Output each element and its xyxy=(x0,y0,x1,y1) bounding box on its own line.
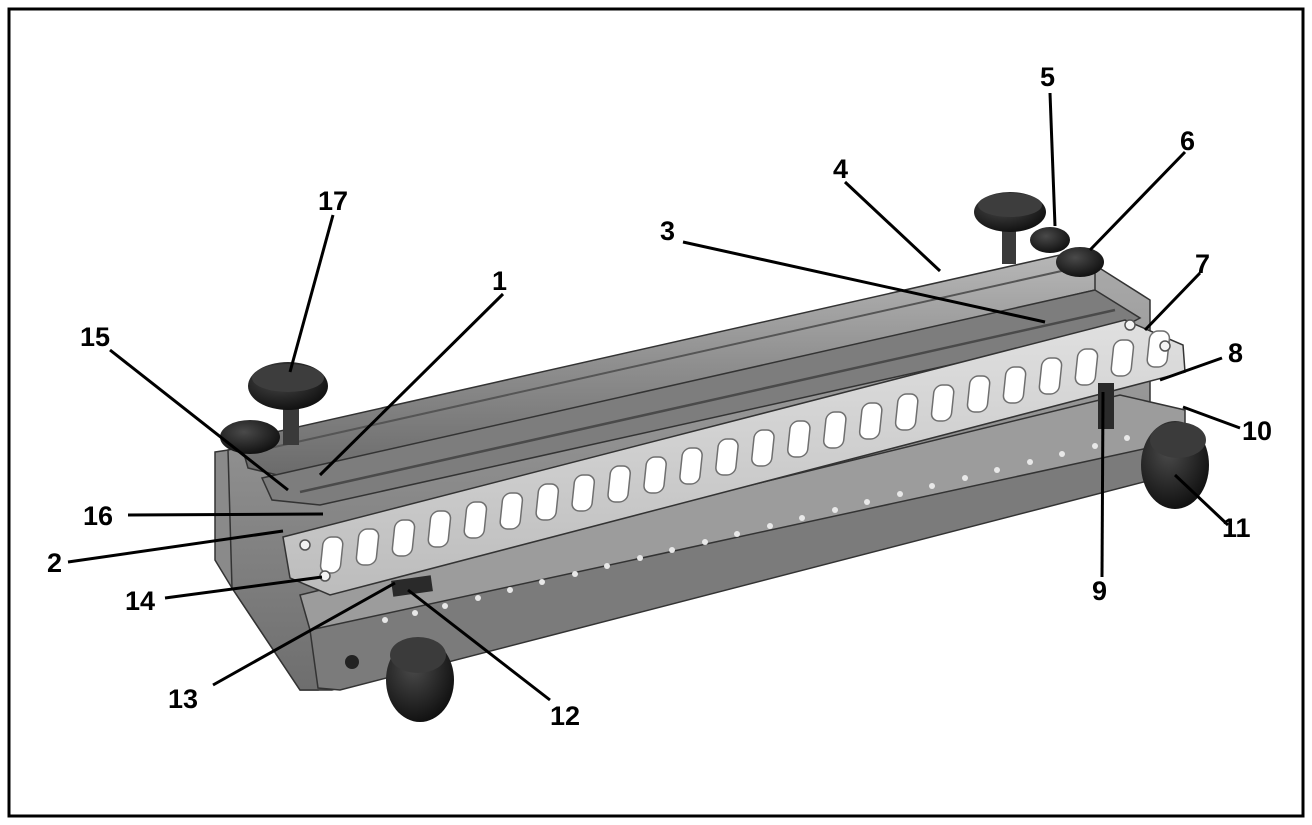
left-stop-block xyxy=(391,575,433,597)
leader-16 xyxy=(127,512,324,517)
channel-line xyxy=(299,308,1116,494)
callout-1: 1 xyxy=(492,266,507,296)
leader-12 xyxy=(407,588,551,702)
callout-17: 17 xyxy=(318,186,348,216)
leader-15 xyxy=(109,348,289,492)
bracket-hole xyxy=(345,655,359,669)
star-knob-icon xyxy=(1141,421,1209,509)
leader-11 xyxy=(1173,473,1230,527)
leader-17 xyxy=(288,214,335,373)
leader-7 xyxy=(1143,271,1202,332)
star-knob-icon xyxy=(386,637,454,722)
leader-8 xyxy=(1159,356,1223,382)
callout-14: 14 xyxy=(125,586,155,616)
leader-2 xyxy=(67,529,284,564)
callout-labels: 1 2 3 4 5 6 7 8 9 10 11 12 13 14 15 16 1… xyxy=(47,62,1272,731)
leader-9 xyxy=(1100,391,1105,578)
leader-1 xyxy=(318,292,505,477)
leader-10 xyxy=(1182,405,1241,430)
callout-5: 5 xyxy=(1040,62,1055,92)
jig-illustration xyxy=(214,192,1209,722)
callout-11: 11 xyxy=(1222,513,1251,543)
callout-16: 16 xyxy=(83,501,113,531)
callout-8: 8 xyxy=(1228,338,1243,368)
star-knob-icon xyxy=(248,362,328,445)
callout-13: 13 xyxy=(168,684,198,714)
front-lower-body xyxy=(309,439,1191,691)
leader-13 xyxy=(212,581,396,687)
leader-14 xyxy=(164,575,323,600)
callout-9: 9 xyxy=(1092,576,1107,606)
star-knob-icon xyxy=(220,420,280,454)
callout-4: 4 xyxy=(833,154,848,184)
callout-15: 15 xyxy=(80,322,110,352)
star-knob-icon xyxy=(1030,227,1070,253)
callout-6: 6 xyxy=(1180,126,1195,156)
leader-5 xyxy=(1048,92,1057,227)
callout-12: 12 xyxy=(550,701,580,731)
callout-3: 3 xyxy=(660,216,675,246)
callout-10: 10 xyxy=(1242,416,1272,446)
leader-4 xyxy=(843,180,942,273)
leader-lines xyxy=(67,92,1241,702)
leader-6 xyxy=(1088,150,1187,252)
scale-marks xyxy=(382,435,1130,623)
leader-3 xyxy=(682,240,1046,324)
template-fingers xyxy=(319,330,1171,574)
callout-2: 2 xyxy=(47,548,62,578)
callout-7: 7 xyxy=(1195,249,1210,279)
star-knob-icon xyxy=(1056,247,1104,277)
star-knob-icon xyxy=(974,192,1046,264)
plate-screws xyxy=(299,319,1171,582)
right-stop-block xyxy=(1098,383,1114,429)
